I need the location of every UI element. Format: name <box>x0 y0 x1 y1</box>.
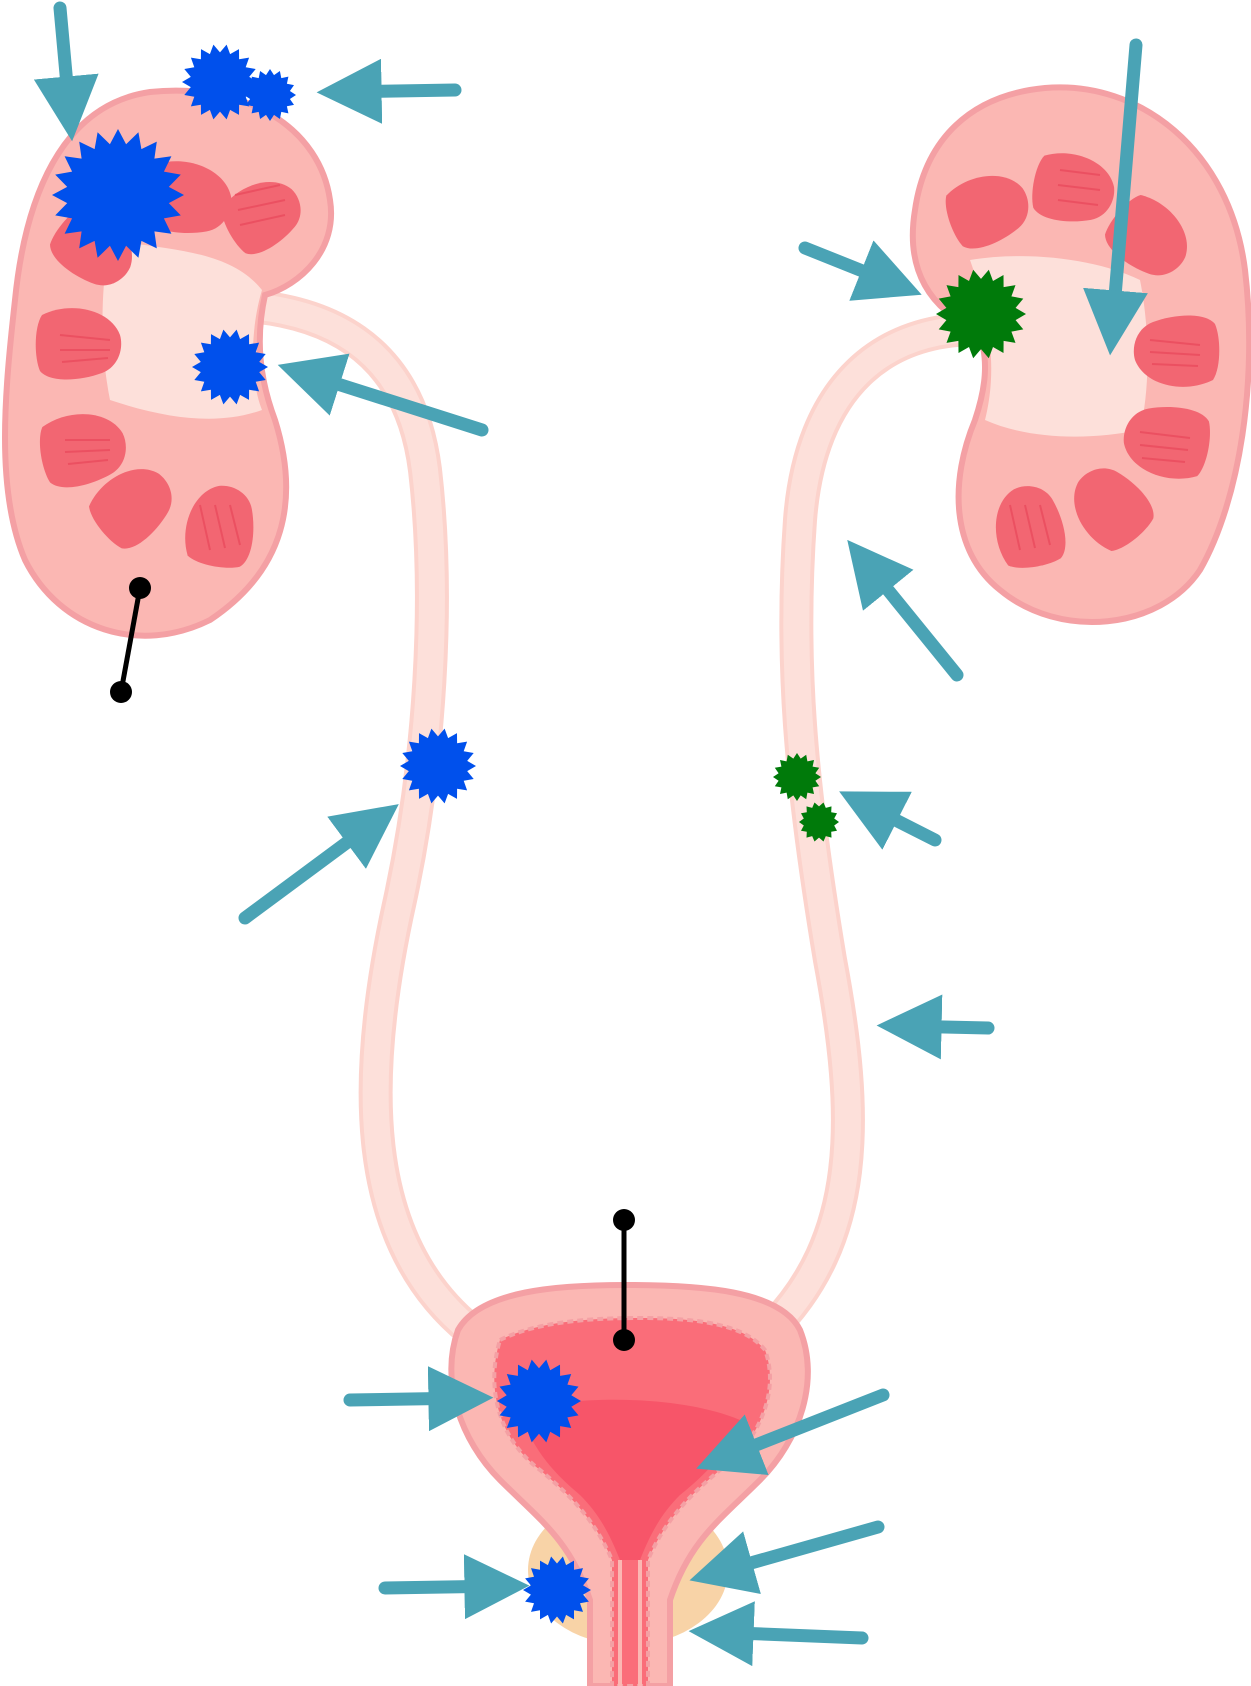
arrow-renal-pelvis-stone <box>277 353 489 437</box>
stone-right-ureter <box>400 728 476 804</box>
arrow-prostatic-stone <box>378 1554 530 1620</box>
arrow-left-pelvis-stone <box>798 240 922 301</box>
right-ureter <box>183 287 487 1347</box>
arrow-left-lower-ureter <box>876 994 995 1060</box>
bladder-urine <box>520 1399 740 1560</box>
pointers-layer <box>110 577 635 1351</box>
stone-prostatic-urethra <box>523 1556 591 1624</box>
left-kidney <box>909 84 1251 626</box>
arrow-prostate-lower <box>688 1601 869 1667</box>
arrow-left-upper-ureter <box>847 539 964 682</box>
stone-left-renal-pelvis <box>936 269 1026 359</box>
stone-left-ureter-2 <box>799 802 839 842</box>
arrow-kidney-surface-stones <box>316 58 462 124</box>
left-ureter <box>753 312 1017 1347</box>
arrow-prostate-upper <box>689 1520 885 1594</box>
arrow-right-ureter-stone <box>238 804 399 925</box>
stones-layer <box>52 44 1026 1624</box>
kidney-pointer <box>110 577 151 703</box>
arrow-bladder-stone <box>343 1366 494 1432</box>
stone-right-upper-calyx <box>52 129 184 261</box>
stone-right-renal-pelvis <box>192 329 268 405</box>
stone-right-kidney-surface-2 <box>244 69 296 121</box>
arrows-layer <box>33 1 1148 1667</box>
stone-right-kidney-surface-1 <box>182 44 258 120</box>
arrow-bladder-lumen <box>696 1388 890 1475</box>
arrow-left-kidney-pelvis <box>1083 38 1148 356</box>
arrow-upper-calyx-stone <box>33 1 99 142</box>
bladder-pointer <box>613 1209 635 1351</box>
urethra <box>618 1560 642 1686</box>
stone-bladder <box>497 1359 581 1443</box>
arrow-left-ureter-stones <box>839 791 942 850</box>
stone-left-ureter-1 <box>773 753 821 801</box>
